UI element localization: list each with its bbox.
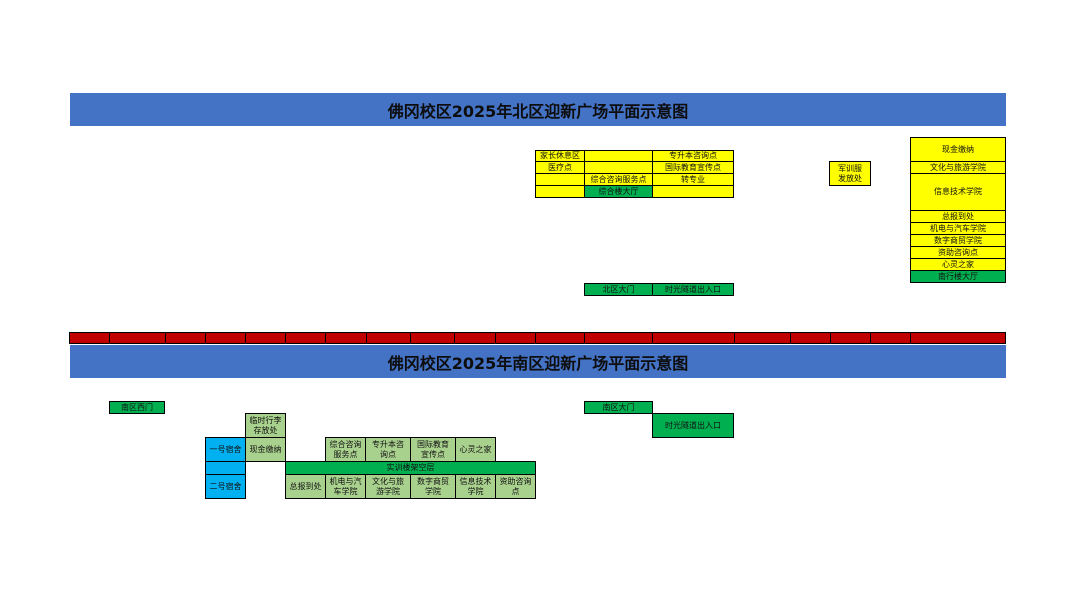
north-blank-cell bbox=[652, 185, 734, 198]
north-cash-payment: 现金缴纳 bbox=[910, 137, 1006, 162]
strip-divider bbox=[285, 333, 286, 343]
strip-divider bbox=[652, 333, 653, 343]
strip-divider bbox=[830, 333, 831, 343]
south-training-shelf: 实训楼架空层 bbox=[285, 461, 536, 475]
south-report-office: 总报到处 bbox=[285, 474, 326, 499]
south-west-gate: 南区西门 bbox=[109, 401, 165, 414]
strip-divider bbox=[535, 333, 536, 343]
strip-divider bbox=[495, 333, 496, 343]
south-mech-auto: 机电与汽 车学院 bbox=[325, 474, 366, 499]
north-military-uniform: 军训服 发放处 bbox=[829, 161, 871, 186]
strip-divider bbox=[245, 333, 246, 343]
south-general-service: 综合咨询 服务点 bbox=[325, 437, 366, 462]
strip-divider bbox=[454, 333, 455, 343]
strip-divider bbox=[366, 333, 367, 343]
north-blank-cell bbox=[535, 185, 585, 198]
strip-divider bbox=[325, 333, 326, 343]
south-culture-tourism: 文化与旅 游学院 bbox=[365, 474, 411, 499]
south-intl-edu: 国际教育 宣传点 bbox=[410, 437, 456, 462]
strip-divider bbox=[734, 333, 735, 343]
strip-divider bbox=[870, 333, 871, 343]
red-divider-strip bbox=[69, 332, 1006, 344]
south-info-tech: 信息技术 学院 bbox=[455, 474, 496, 499]
north-admin-hall: 南行楼大厅 bbox=[910, 270, 1006, 283]
south-aid-consult: 资助咨询 点 bbox=[495, 474, 536, 499]
south-dorm-blank bbox=[205, 461, 246, 475]
strip-divider bbox=[790, 333, 791, 343]
strip-divider bbox=[410, 333, 411, 343]
strip-divider bbox=[584, 333, 585, 343]
south-specialist-consult: 专升本咨 询点 bbox=[365, 437, 411, 462]
south-mind-home: 心灵之家 bbox=[455, 437, 496, 462]
south-tunnel-exit: 时光隧道出入口 bbox=[652, 413, 734, 438]
north-general-hall: 综合楼大厅 bbox=[584, 185, 653, 198]
north-map-title: 佛冈校区2025年北区迎新广场平面示意图 bbox=[70, 93, 1006, 126]
south-gate: 南区大门 bbox=[584, 401, 653, 414]
strip-divider bbox=[910, 333, 911, 343]
north-gate: 北区大门 bbox=[584, 283, 653, 296]
south-temp-luggage: 临时行李 存放处 bbox=[245, 413, 286, 438]
strip-divider bbox=[109, 333, 110, 343]
south-digital-trade: 数字商贸 学院 bbox=[410, 474, 456, 499]
north-tunnel-exit: 时光隧道出入口 bbox=[652, 283, 734, 296]
south-cash-payment: 现金缴纳 bbox=[245, 437, 286, 462]
strip-divider bbox=[205, 333, 206, 343]
south-dorm-1: 一号宿舍 bbox=[205, 437, 246, 462]
strip-divider bbox=[165, 333, 166, 343]
north-info-tech: 信息技术学院 bbox=[910, 173, 1006, 211]
south-map-title: 佛冈校区2025年南区迎新广场平面示意图 bbox=[70, 345, 1006, 378]
south-dorm-2: 二号宿舍 bbox=[205, 474, 246, 499]
